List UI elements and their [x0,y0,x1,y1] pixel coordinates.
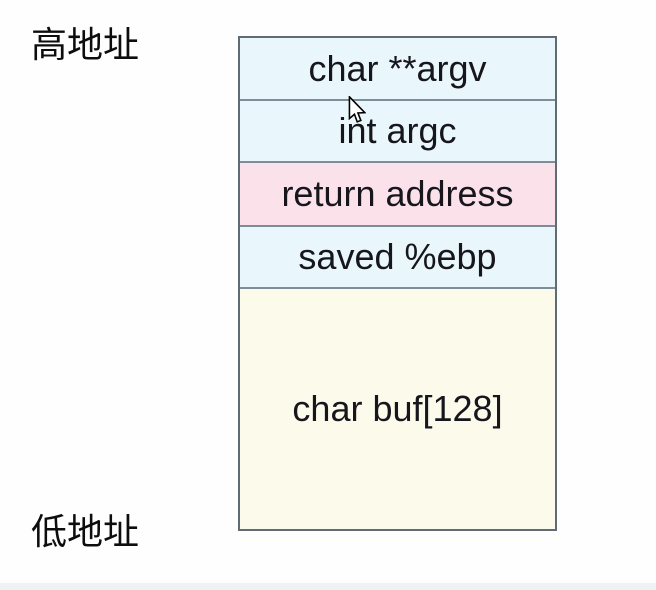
stack-cell-argv: char **argv [240,38,555,99]
stack-cell-argc: int argc [240,99,555,161]
stack-cell-return-address: return address [240,161,555,225]
low-address-label: 低地址 [31,511,140,552]
stack-cell-char-buf: char buf[128] [240,287,555,529]
stack-cell-saved-ebp: saved %ebp [240,225,555,287]
stack-frame-diagram: char **argv int argc return address save… [238,36,557,531]
bottom-edge-artifact [0,583,656,590]
high-address-label: 高地址 [31,24,140,65]
